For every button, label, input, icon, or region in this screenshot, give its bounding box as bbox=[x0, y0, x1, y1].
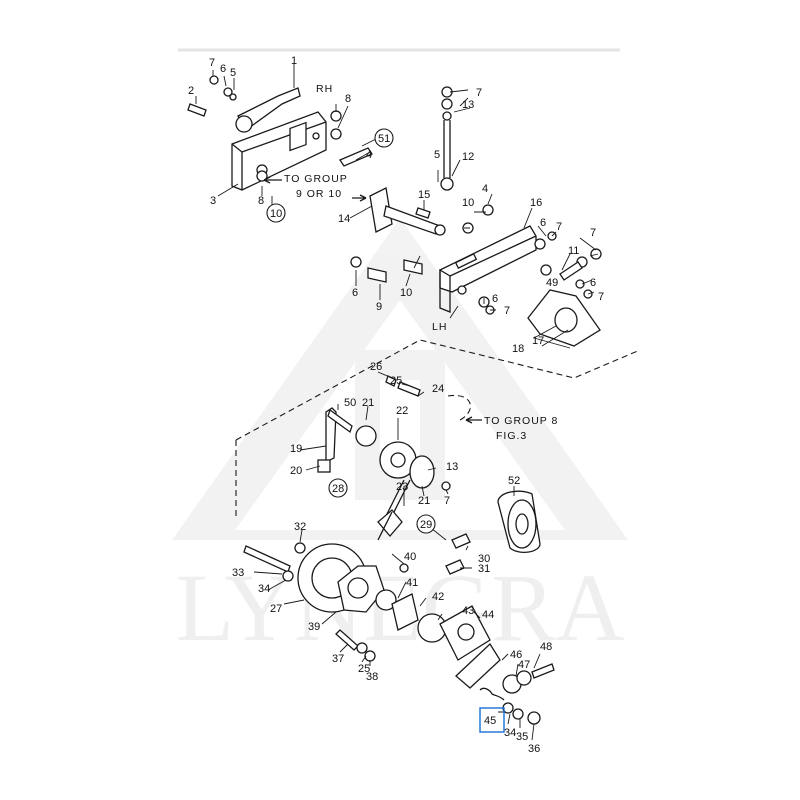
callout-25-lower: 25 bbox=[358, 663, 370, 675]
callout-r5: 5 bbox=[434, 149, 440, 161]
callout-33: 33 bbox=[232, 567, 244, 579]
callout-8-lower: 8 bbox=[258, 195, 264, 207]
callout-r11: 11 bbox=[568, 245, 579, 257]
ref-group-8-line2: FIG.3 bbox=[496, 430, 527, 442]
callout-42: 42 bbox=[432, 591, 444, 603]
callout-19: 19 bbox=[290, 443, 302, 455]
callout-r6b: 6 bbox=[590, 277, 596, 289]
callout-41: 41 bbox=[406, 577, 418, 589]
callout-3: 3 bbox=[210, 195, 216, 207]
callout-7-lower: 7 bbox=[444, 495, 450, 507]
callout-r17: 17 bbox=[532, 335, 544, 347]
callout-r18: 18 bbox=[512, 343, 524, 355]
rh-lever-bracket-assembly bbox=[187, 75, 373, 191]
callout-51: 51 bbox=[378, 133, 390, 145]
callout-r6: 6 bbox=[540, 217, 546, 229]
callout-34: 34 bbox=[258, 583, 270, 595]
callout-35: 35 bbox=[516, 731, 528, 743]
callout-13: 13 bbox=[446, 461, 458, 473]
callout-r6c: 6 bbox=[492, 293, 498, 305]
callout-r7b: 7 bbox=[556, 221, 562, 233]
callout-r10: 10 bbox=[462, 197, 474, 209]
callout-23: 23 bbox=[396, 481, 408, 493]
callout-4: 4 bbox=[366, 149, 372, 161]
callout-38: 38 bbox=[366, 671, 378, 683]
callout-26: 26 bbox=[370, 361, 382, 373]
callout-r9: 9 bbox=[376, 301, 382, 313]
callout-37: 37 bbox=[332, 653, 344, 665]
callout-52: 52 bbox=[508, 475, 520, 487]
callout-r49: 49 bbox=[546, 277, 558, 289]
drive-sprocket-assembly bbox=[243, 375, 555, 725]
callout-r15: 15 bbox=[418, 189, 430, 201]
callout-43: 43 bbox=[462, 605, 474, 617]
callout-r7d: 7 bbox=[598, 291, 604, 303]
callout-21: 21 bbox=[362, 397, 374, 409]
side-label-lh: LH bbox=[432, 321, 447, 333]
callout-r14: 14 bbox=[338, 213, 350, 225]
callout-20: 20 bbox=[290, 465, 302, 477]
callout-8: 8 bbox=[345, 93, 351, 105]
callout-21-lower: 21 bbox=[418, 495, 430, 507]
side-label-rh: RH bbox=[316, 83, 333, 95]
callout-2: 2 bbox=[188, 85, 194, 97]
highlight-box-part bbox=[479, 707, 505, 733]
callout-28: 28 bbox=[332, 483, 344, 495]
callout-r7e: 7 bbox=[504, 305, 510, 317]
callout-6: 6 bbox=[220, 63, 226, 75]
callout-44: 44 bbox=[482, 609, 494, 621]
callout-7: 7 bbox=[209, 57, 215, 69]
callout-46: 46 bbox=[510, 649, 522, 661]
callout-50: 50 bbox=[344, 397, 356, 409]
callout-31: 31 bbox=[478, 563, 490, 575]
callout-34-lower: 34 bbox=[504, 727, 516, 739]
callout-r12: 12 bbox=[462, 151, 474, 163]
callout-r10b: 10 bbox=[400, 287, 412, 299]
callout-numbers: 1 2 3 4 5 6 7 8 8 10 51 7 13 5 12 15 14 … bbox=[188, 55, 604, 755]
reference-annotations: RH LH TO GROUP 9 OR 10 TO GROUP 8 FIG.3 bbox=[263, 83, 558, 442]
callout-r13: 13 bbox=[462, 99, 474, 111]
ref-group-9-10-line2: 9 OR 10 bbox=[296, 188, 342, 200]
callout-40: 40 bbox=[404, 551, 416, 563]
callout-r7: 7 bbox=[476, 87, 482, 99]
watermark: LYNEGRA bbox=[172, 218, 628, 661]
callout-5: 5 bbox=[230, 67, 236, 79]
callout-1: 1 bbox=[291, 55, 297, 67]
dashed-assembly-boundary bbox=[235, 339, 641, 520]
callout-r6d: 6 bbox=[352, 287, 358, 299]
callout-22: 22 bbox=[396, 405, 408, 417]
callout-24: 24 bbox=[432, 383, 444, 395]
callout-10: 10 bbox=[270, 208, 282, 220]
callout-29: 29 bbox=[420, 519, 432, 531]
ref-group-8-line1: TO GROUP 8 bbox=[484, 415, 558, 427]
callout-48: 48 bbox=[540, 641, 552, 653]
callout-30: 30 bbox=[478, 553, 490, 565]
ref-group-9-10-line1: TO GROUP bbox=[284, 173, 348, 185]
callout-r16: 16 bbox=[530, 197, 542, 209]
callout-r4: 4 bbox=[482, 183, 488, 195]
callout-32: 32 bbox=[294, 521, 306, 533]
callout-39: 39 bbox=[308, 621, 320, 633]
callout-47: 47 bbox=[518, 659, 530, 671]
callout-leader-lines bbox=[195, 64, 599, 741]
callout-36: 36 bbox=[528, 743, 540, 755]
callout-25: 25 bbox=[390, 375, 402, 387]
callout-27: 27 bbox=[270, 603, 282, 615]
circled-callouts bbox=[266, 128, 436, 534]
callout-r7c: 7 bbox=[590, 227, 596, 239]
callout-45: 45 bbox=[484, 715, 496, 727]
